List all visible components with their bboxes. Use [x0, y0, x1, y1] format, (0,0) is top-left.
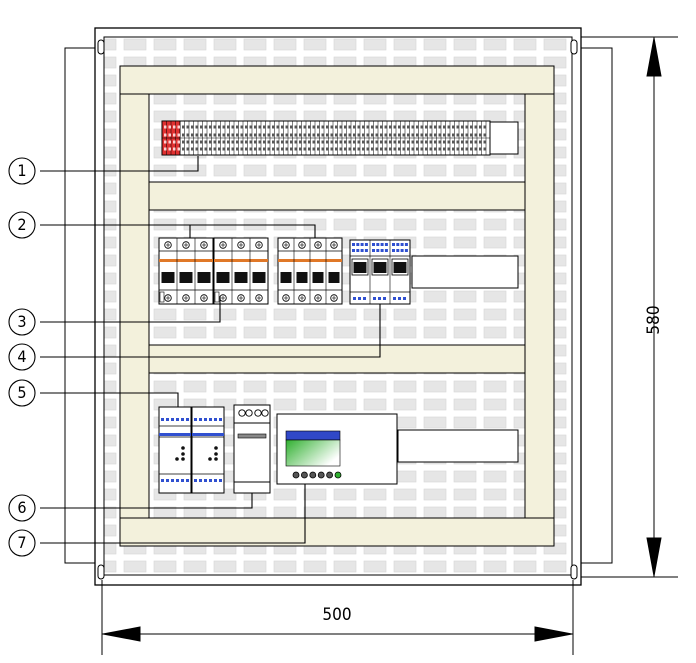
- controller-display-unit: [276, 413, 398, 485]
- callout-2: 2: [8, 211, 36, 239]
- callout-number: 2: [17, 215, 26, 234]
- callout-5: 5: [8, 379, 36, 407]
- callout-number: 6: [17, 498, 26, 517]
- callout-number: 4: [17, 347, 26, 366]
- relay-module: [191, 406, 225, 494]
- relay-module: [158, 406, 192, 494]
- callout-1: 1: [8, 157, 36, 185]
- callout-number: 3: [17, 312, 26, 331]
- mounting-slots: [97, 39, 578, 580]
- callout-markers: 1 2 3 4 5 6 7: [8, 157, 36, 557]
- width-dimension: [101, 580, 574, 655]
- circuit-breaker: [213, 237, 269, 305]
- callout-3: 3: [8, 308, 36, 336]
- callout-4: 4: [8, 343, 36, 371]
- surge-protector: [349, 239, 411, 305]
- callout-leaders: [40, 156, 381, 544]
- height-dimension: [64, 36, 678, 578]
- width-dimension-label: 500: [322, 605, 351, 625]
- callout-7: 7: [8, 529, 36, 557]
- circuit-breaker: [277, 237, 343, 305]
- relay-modules: [158, 406, 225, 494]
- din-rails: [397, 121, 519, 463]
- callout-6: 6: [8, 494, 36, 522]
- circuit-breaker: [158, 237, 214, 305]
- power-supply-module: [233, 404, 271, 494]
- callout-number: 1: [17, 161, 26, 180]
- mounting-plate: [103, 36, 573, 576]
- callout-number: 7: [17, 533, 26, 552]
- cable-duct: [119, 65, 555, 547]
- circuit-breaker-group: [158, 237, 343, 305]
- height-dimension-label: 580: [644, 305, 664, 334]
- terminal-block-strip: [161, 120, 491, 156]
- callout-number: 5: [17, 383, 26, 402]
